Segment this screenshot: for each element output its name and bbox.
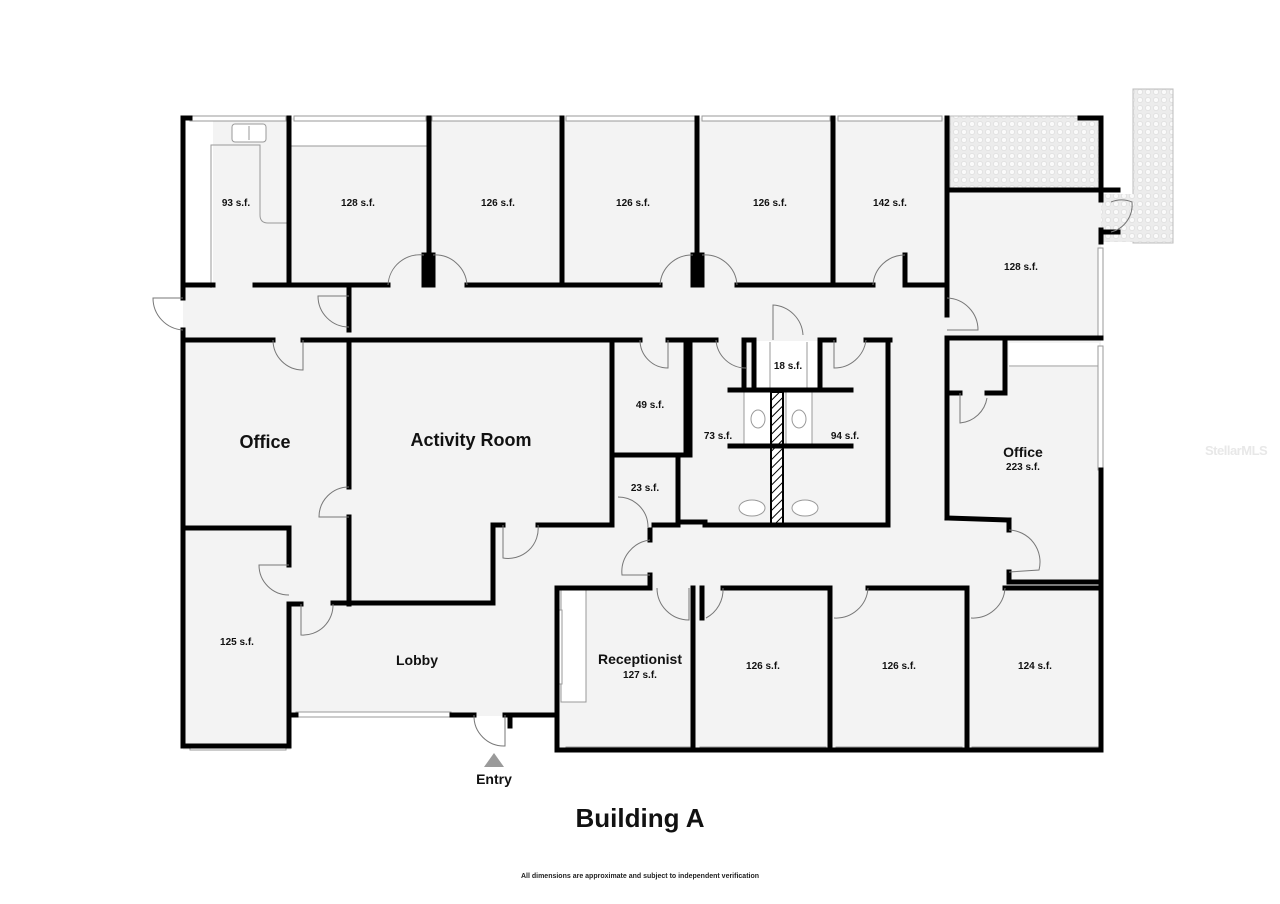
kitchen-counter [183, 118, 213, 288]
label-office-east-name: Office [1003, 444, 1043, 460]
door-entry [473, 714, 506, 747]
label-janitor-18: 18 s.f. [774, 361, 803, 372]
label-office-west: Office [239, 432, 290, 452]
door-restroom-94 [833, 339, 867, 369]
room-labels: 93 s.f. 128 s.f. 126 s.f. 126 s.f. 126 s… [220, 198, 1052, 681]
door-closet-23 [617, 496, 649, 528]
doors [152, 199, 1133, 747]
door-corridor-west [621, 539, 651, 576]
label-bottom-office-2: 126 s.f. [882, 661, 916, 672]
door-top-office-1 [387, 254, 425, 286]
door-bottom-office-1 [705, 587, 724, 619]
door-top-office-5 [872, 254, 906, 286]
top-office-1-counter [291, 120, 427, 146]
door-top-office-3 [659, 254, 694, 286]
door-sw-office [258, 564, 290, 596]
door-bottom-office-3 [970, 587, 1006, 619]
label-storage-49: 49 s.f. [636, 400, 665, 411]
toilet-icon-left [738, 499, 766, 517]
door-storage-49 [639, 339, 669, 369]
label-top-office-1: 128 s.f. [341, 198, 375, 209]
door-bottom-office-2 [833, 587, 869, 619]
door-ne-office [946, 297, 979, 331]
label-top-office-3: 126 s.f. [616, 198, 650, 209]
door-west-exit [152, 297, 184, 331]
door-office-east [959, 393, 988, 424]
patio-walkway [1132, 88, 1174, 244]
patio-north [949, 115, 1101, 191]
label-top-office-4: 126 s.f. [753, 198, 787, 209]
door-patio [1110, 199, 1133, 233]
door-restroom-73 [715, 339, 747, 369]
door-top-office-2 [432, 254, 468, 286]
office-east-counter [1009, 343, 1099, 367]
watermark-logo: StellarMLS [1205, 443, 1268, 458]
label-top-office-2: 126 s.f. [481, 198, 515, 209]
label-top-office-5: 142 s.f. [873, 198, 907, 209]
label-receptionist-area: 127 s.f. [623, 670, 657, 681]
walls [180, 115, 1121, 753]
door-lobby-west [300, 603, 334, 636]
label-activity-room: Activity Room [410, 430, 531, 450]
door-receptionist [656, 587, 690, 621]
label-bottom-office-3: 124 s.f. [1018, 661, 1052, 672]
label-corner-office-ne: 128 s.f. [1004, 262, 1038, 273]
door-activity-south [502, 524, 539, 559]
door-corridor-east [1008, 529, 1041, 573]
chase-wall [770, 391, 784, 525]
entry-arrow-icon [484, 753, 504, 767]
label-closet-23: 23 s.f. [631, 483, 660, 494]
label-kitchenette: 93 s.f. [222, 198, 251, 209]
label-bottom-office-1: 126 s.f. [746, 661, 780, 672]
label-restroom-73: 73 s.f. [704, 431, 733, 442]
sink-icon-right [791, 409, 807, 429]
disclaimer-text: All dimensions are approximate and subje… [520, 873, 760, 880]
janitor-closet-fill [755, 341, 820, 389]
label-lobby: Lobby [396, 652, 438, 668]
door-activity-west [318, 486, 350, 518]
toilet-icon-right [791, 499, 819, 517]
door-top-office-4 [701, 254, 738, 286]
label-sw-office: 125 s.f. [220, 637, 254, 648]
door-janitor [772, 304, 804, 340]
label-office-east-area: 223 s.f. [1006, 462, 1040, 473]
reception-counter [560, 589, 587, 703]
plan-title: Building A [575, 803, 705, 833]
fixtures [183, 118, 1099, 703]
label-restroom-94: 94 s.f. [831, 431, 860, 442]
entry-label: Entry [476, 771, 512, 787]
door-kitchen-corridor [317, 295, 350, 328]
door-west-office [272, 339, 304, 371]
sink-icon-left [750, 409, 766, 429]
kitchen-counter-l [210, 144, 287, 288]
label-receptionist-name: Receptionist [598, 651, 682, 667]
